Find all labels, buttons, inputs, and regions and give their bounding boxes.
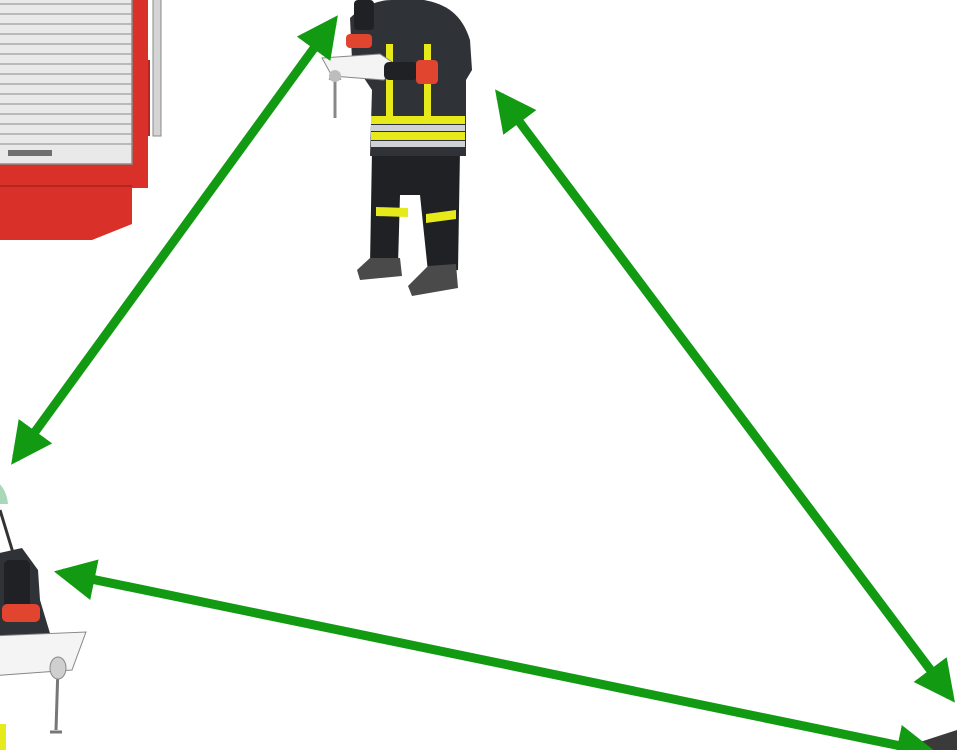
roller-shutter	[0, 0, 132, 164]
cuff-right	[416, 60, 438, 84]
coat-reflective-band-2	[371, 125, 465, 131]
glove-left	[346, 34, 372, 48]
clipboard-left	[0, 632, 86, 676]
firefighter-left-icon	[0, 480, 86, 750]
helmet-visor	[0, 480, 8, 504]
radio-icon-left	[4, 560, 30, 610]
coat-reflective-band-4	[371, 141, 465, 147]
fire-truck-icon	[0, 0, 161, 240]
firefighter-top-icon	[322, 0, 472, 296]
left-reflective	[0, 724, 6, 750]
glove-left-person	[2, 604, 40, 622]
arrow-top-to-bottom-right	[500, 96, 950, 696]
truck-lower-step	[0, 185, 132, 240]
radio-antenna	[0, 510, 14, 556]
coat-reflective-band-3	[371, 132, 465, 140]
trouser-reflective-left	[376, 207, 408, 217]
boot-right	[408, 264, 458, 296]
glove-right	[384, 62, 418, 80]
arrow-left-to-bottom-right	[62, 573, 930, 750]
clipboard-lamp-head-left	[50, 657, 66, 679]
shutter-handle	[8, 150, 52, 156]
truck-side-rail	[153, 0, 161, 136]
clipboard-lamp-head	[329, 70, 341, 82]
radio-icon	[354, 0, 374, 30]
boot-left	[357, 258, 402, 280]
coat-reflective-band-1	[371, 116, 465, 124]
